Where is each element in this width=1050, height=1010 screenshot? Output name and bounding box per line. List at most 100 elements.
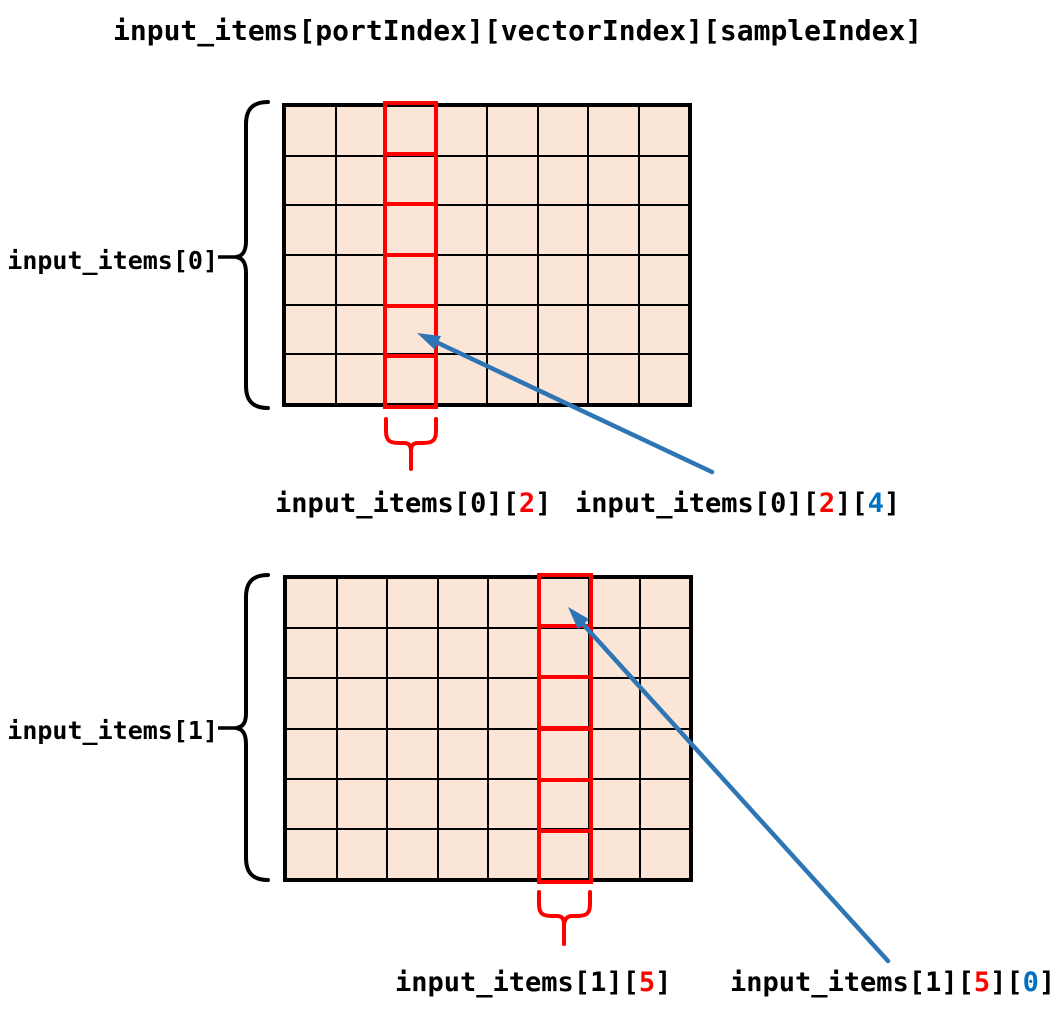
panel1-column-underbrace bbox=[537, 890, 592, 946]
grid-cell bbox=[588, 205, 639, 255]
grid-cell bbox=[488, 578, 539, 629]
grid-cell bbox=[589, 678, 640, 729]
grid-cell bbox=[387, 778, 438, 829]
grid-cell bbox=[286, 778, 337, 829]
grid-cell bbox=[436, 304, 487, 355]
grid-cell bbox=[488, 828, 539, 879]
grid-cell bbox=[387, 628, 438, 679]
grid-cell bbox=[537, 155, 588, 206]
grid-cell bbox=[286, 828, 337, 879]
grid-cell bbox=[285, 354, 336, 404]
panel0-cell-caption: input_items[0][2][4] bbox=[575, 489, 900, 519]
panel0-grid bbox=[282, 103, 692, 407]
grid-cell bbox=[488, 678, 539, 729]
grid-cell bbox=[437, 628, 488, 679]
caption-mid: ][ bbox=[835, 488, 868, 519]
grid-cell bbox=[286, 628, 337, 679]
sample-index-value: 0 bbox=[1022, 967, 1039, 998]
grid-cell bbox=[538, 778, 589, 829]
grid-cell bbox=[335, 255, 386, 305]
grid-cell bbox=[335, 354, 386, 404]
grid-cell bbox=[487, 354, 538, 404]
panel1-grid bbox=[283, 575, 693, 882]
grid-cell bbox=[436, 106, 487, 156]
grid-cell bbox=[487, 205, 538, 255]
grid-cell bbox=[639, 678, 690, 729]
vector-index-value: 2 bbox=[518, 488, 536, 519]
grid-cell bbox=[537, 304, 588, 355]
grid-cell bbox=[638, 304, 689, 355]
grid-cell bbox=[285, 106, 336, 156]
grid-cell bbox=[286, 728, 337, 779]
grid-cell bbox=[588, 354, 639, 404]
grid-cell bbox=[537, 106, 588, 156]
grid-cell bbox=[588, 106, 639, 156]
grid-cell bbox=[386, 205, 437, 255]
grid-cell bbox=[336, 678, 387, 729]
grid-cell bbox=[437, 578, 488, 629]
grid-cell bbox=[538, 828, 589, 879]
grid-cell bbox=[537, 354, 588, 404]
grid-cell bbox=[335, 205, 386, 255]
grid-cell bbox=[538, 628, 589, 679]
grid-cell bbox=[538, 678, 589, 729]
grid-cell bbox=[638, 255, 689, 305]
grid-cell bbox=[387, 578, 438, 629]
grid-cell bbox=[638, 205, 689, 255]
grid-cell bbox=[335, 106, 386, 156]
grid-cell bbox=[589, 828, 640, 879]
grid-cell bbox=[336, 728, 387, 779]
panel0-column-underbrace bbox=[384, 417, 438, 471]
grid-cell bbox=[487, 106, 538, 156]
vector-index-value: 5 bbox=[638, 967, 656, 998]
grid-cell bbox=[639, 828, 690, 879]
grid-cell bbox=[537, 255, 588, 305]
grid-cell bbox=[335, 155, 386, 206]
grid-cell bbox=[436, 354, 487, 404]
grid-cell bbox=[386, 354, 437, 404]
grid-cell bbox=[488, 778, 539, 829]
grid-cell bbox=[386, 255, 437, 305]
caption-suffix: ] bbox=[655, 967, 672, 998]
grid-cell bbox=[336, 778, 387, 829]
grid-cell bbox=[639, 578, 690, 629]
grid-cell bbox=[336, 828, 387, 879]
panel1-side-label: input_items[1] bbox=[7, 716, 218, 745]
grid-cell bbox=[437, 678, 488, 729]
grid-cell bbox=[335, 304, 386, 355]
grid-cell bbox=[285, 155, 336, 206]
grid-cell bbox=[286, 678, 337, 729]
grid-cell bbox=[537, 205, 588, 255]
grid-cell bbox=[386, 304, 437, 355]
grid-cell bbox=[336, 628, 387, 679]
grid-cell bbox=[285, 304, 336, 355]
grid-cell bbox=[487, 304, 538, 355]
grid-cell bbox=[639, 778, 690, 829]
caption-prefix: input_items[0][ bbox=[275, 488, 519, 519]
grid-cell bbox=[638, 106, 689, 156]
grid-cell bbox=[639, 628, 690, 679]
caption-prefix: input_items[0][ bbox=[575, 488, 819, 519]
grid-cell bbox=[488, 728, 539, 779]
caption-suffix: ] bbox=[883, 488, 901, 519]
grid-cell bbox=[386, 106, 437, 156]
caption-prefix: input_items[1][ bbox=[395, 967, 639, 998]
grid-cell bbox=[387, 728, 438, 779]
vector-index-value: 5 bbox=[973, 967, 991, 998]
grid-cell bbox=[487, 155, 538, 206]
grid-cell bbox=[387, 828, 438, 879]
panel1-column-caption: input_items[1][5] bbox=[395, 968, 671, 998]
grid-cell bbox=[589, 628, 640, 679]
vector-index-value: 2 bbox=[818, 488, 836, 519]
grid-cell bbox=[285, 205, 336, 255]
grid-cell bbox=[387, 678, 438, 729]
panel0-left-brace bbox=[235, 100, 270, 410]
diagram-title: input_items[portIndex][vectorIndex][samp… bbox=[113, 14, 923, 47]
grid-cell bbox=[437, 828, 488, 879]
grid-cell bbox=[436, 155, 487, 206]
grid-cell bbox=[638, 155, 689, 206]
grid-cell bbox=[436, 255, 487, 305]
grid-cell bbox=[638, 354, 689, 404]
grid-cell bbox=[286, 578, 337, 629]
